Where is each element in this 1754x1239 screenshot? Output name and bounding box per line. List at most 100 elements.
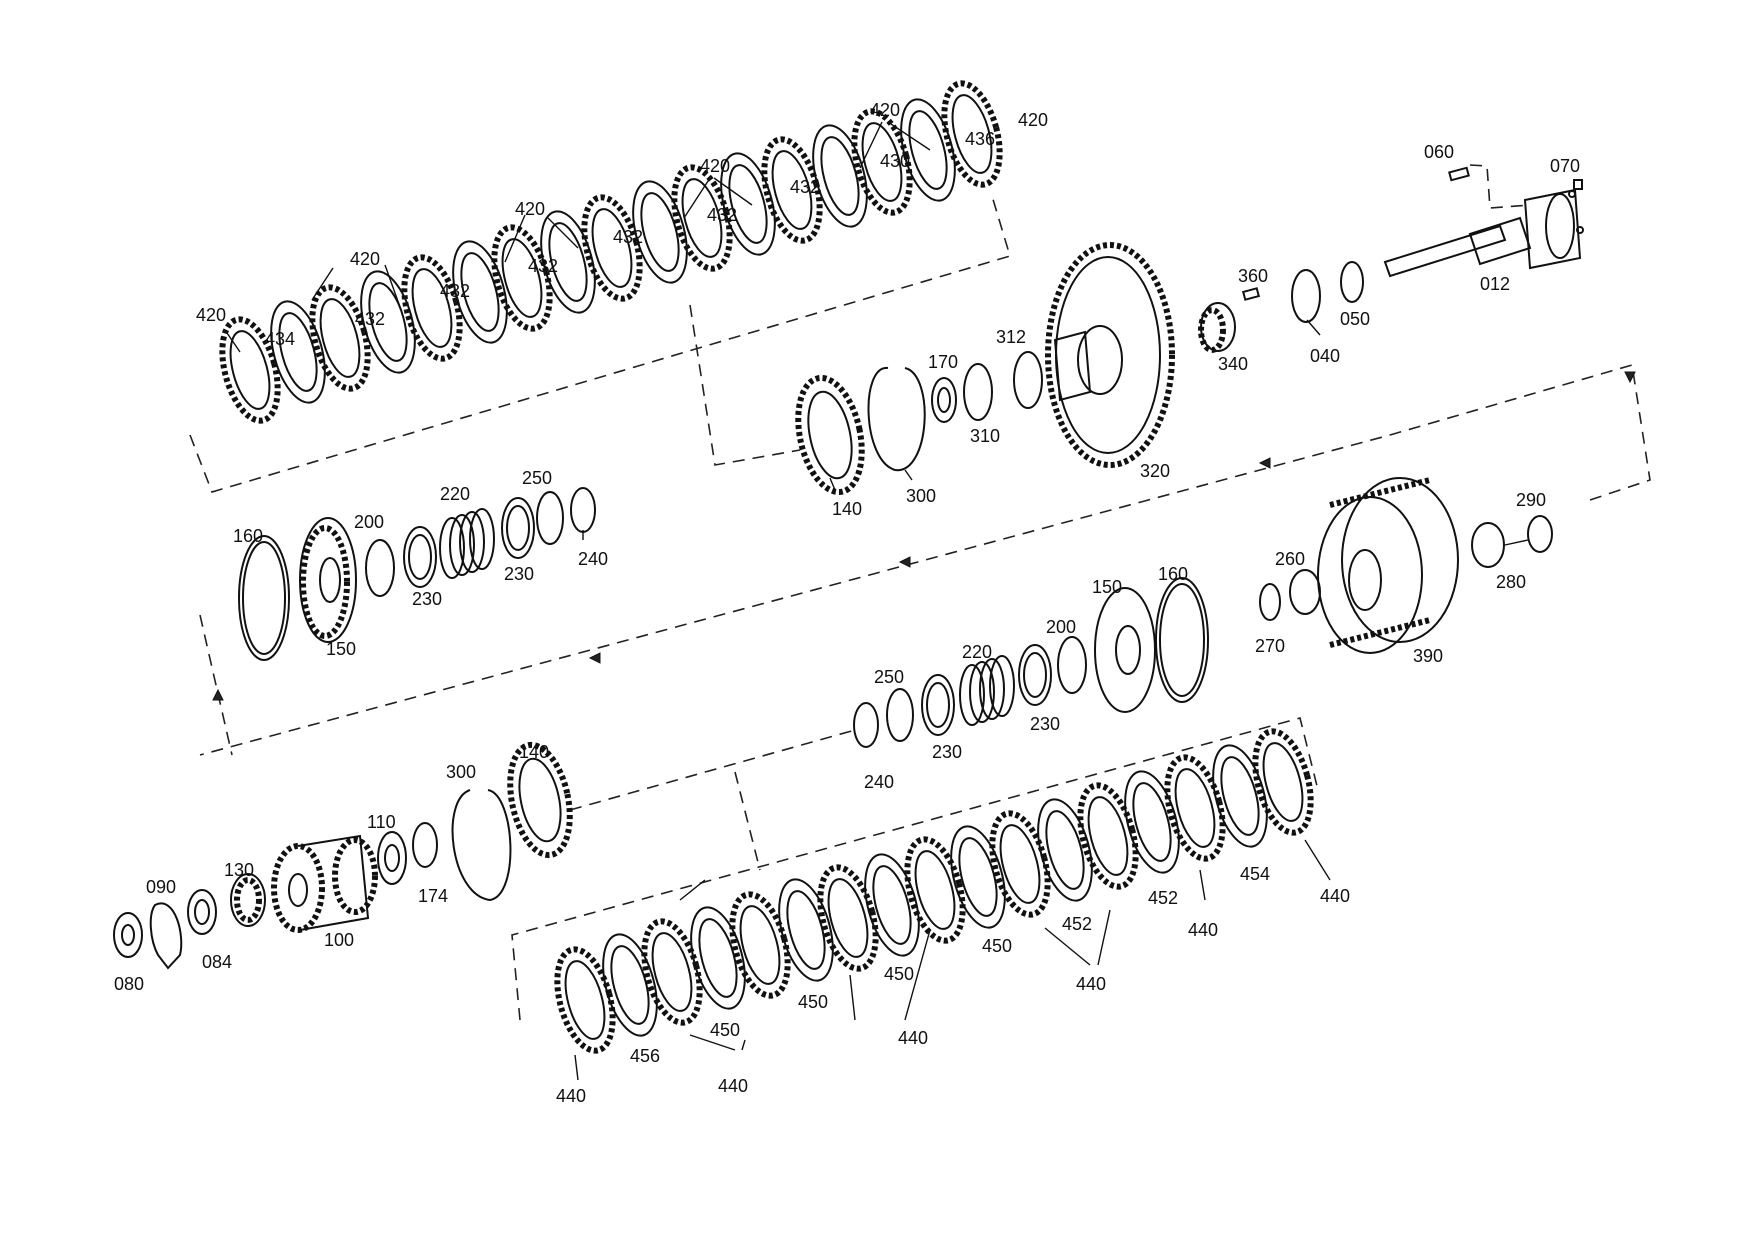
part-label: 230 <box>932 742 962 762</box>
piston-150-bore <box>319 557 341 603</box>
leader-line <box>1044 909 1111 966</box>
part-label: 160 <box>233 526 263 546</box>
clutch-disc-outer <box>581 194 643 302</box>
part-label: 130 <box>224 860 254 880</box>
piston-ring-160-inner <box>242 541 286 655</box>
part-label: 012 <box>1480 274 1510 294</box>
part-label: 440 <box>718 1076 748 1096</box>
part-label: 432 <box>440 281 470 301</box>
snap-ring-300 <box>451 789 512 902</box>
steel-plate-inner <box>872 865 912 945</box>
gear-100-body <box>297 834 370 931</box>
clutch-disc-inner <box>319 298 361 378</box>
part-label: 420 <box>196 305 226 325</box>
leader-line <box>574 1054 579 1081</box>
clutch-disc-outer <box>401 254 463 362</box>
end-plate-140-inner <box>518 757 562 843</box>
disc-230-inner <box>408 534 432 580</box>
piston-ring-160 <box>1155 577 1209 703</box>
spring-coil <box>969 661 995 723</box>
part-label: 110 <box>367 812 396 832</box>
part-label: 140 <box>519 742 549 762</box>
clutch-disc-outer <box>989 810 1051 918</box>
spring-pack-220 <box>439 508 495 579</box>
part-label: 230 <box>412 589 442 609</box>
drum-390-assembly <box>1259 477 1553 654</box>
part-label: 200 <box>1046 617 1076 637</box>
part-label: 420 <box>515 199 545 219</box>
dash-guide <box>689 304 801 466</box>
ring-250 <box>886 688 914 742</box>
drum-390-front <box>1317 496 1423 654</box>
part-label: 440 <box>1188 920 1218 940</box>
clutch-disc-outer <box>1077 782 1139 890</box>
disc-230-inner <box>1023 652 1047 698</box>
steel-plate <box>1124 770 1180 874</box>
steel-plate-inner <box>460 252 500 332</box>
part-label: 060 <box>1424 142 1454 162</box>
lower-clutch-pack <box>511 717 1319 1054</box>
leader-line <box>1304 839 1331 881</box>
ring-290 <box>1527 515 1553 553</box>
dash-guide <box>569 729 856 811</box>
clutch-disc-outer <box>554 946 616 1054</box>
seal-ring-040 <box>1291 269 1321 323</box>
part-label: 150 <box>326 639 356 659</box>
part-label: 050 <box>1340 309 1370 329</box>
leader-line <box>1199 869 1206 901</box>
part-label: 440 <box>1076 974 1106 994</box>
part-label: 440 <box>898 1028 928 1048</box>
clutch-disc-inner <box>951 94 993 174</box>
part-label: 100 <box>324 930 354 950</box>
middle-right-piston-set <box>853 577 1209 748</box>
clutch-disc-outer <box>219 316 281 424</box>
clutch-disc-inner <box>771 150 813 230</box>
part-label: 230 <box>1030 714 1060 734</box>
clutch-disc-outer <box>904 836 966 944</box>
drum-390-splines <box>1329 477 1431 648</box>
spring-coil <box>449 514 475 576</box>
piston-150 <box>1094 587 1156 713</box>
snap-ring-240 <box>570 487 596 533</box>
part-label: 250 <box>874 667 904 687</box>
steel-plate <box>690 906 746 1010</box>
arrow-icon <box>588 652 601 664</box>
spring-coil <box>989 655 1015 717</box>
clutch-disc-inner <box>501 238 543 318</box>
clutch-disc-inner <box>914 850 956 930</box>
part-label: 440 <box>556 1086 586 1106</box>
part-label: 070 <box>1550 156 1580 176</box>
part-label: 140 <box>832 499 862 519</box>
washer-110 <box>377 831 407 885</box>
shaft-collar <box>1468 216 1532 266</box>
dash-guide <box>511 717 1319 1021</box>
snap-ring-240 <box>853 702 879 748</box>
part-label: 220 <box>962 642 992 662</box>
washer-110-inner <box>384 844 400 872</box>
steel-plate-inner <box>548 222 588 302</box>
dash-guide <box>189 195 1011 493</box>
leader-line <box>849 929 931 1021</box>
spring-coil <box>979 658 1005 720</box>
arrow-icon <box>1258 457 1271 469</box>
ring-200 <box>1057 636 1087 694</box>
shaft-flange <box>1545 193 1575 259</box>
needle-bearing-130 <box>230 873 266 927</box>
leader-line <box>504 214 579 263</box>
upper-clutch-pack <box>189 80 1011 493</box>
steel-plate <box>602 933 658 1037</box>
leader-line <box>1306 319 1321 336</box>
part-label: 040 <box>1310 346 1340 366</box>
part-label: 420 <box>350 249 380 269</box>
part-label: 300 <box>446 762 476 782</box>
ring-174 <box>412 822 438 868</box>
piston-ring-160 <box>238 535 290 661</box>
clutch-disc-inner <box>861 122 903 202</box>
steel-plate <box>1037 798 1093 902</box>
ring-312 <box>1013 351 1043 409</box>
clutch-disc-outer <box>1164 754 1226 862</box>
part-labels: 420 434 420 432 432 420 432 432 420 432 … <box>114 100 1580 1106</box>
ring-270 <box>1259 583 1281 621</box>
steel-plate <box>452 240 508 344</box>
part-label: 420 <box>1018 110 1048 130</box>
